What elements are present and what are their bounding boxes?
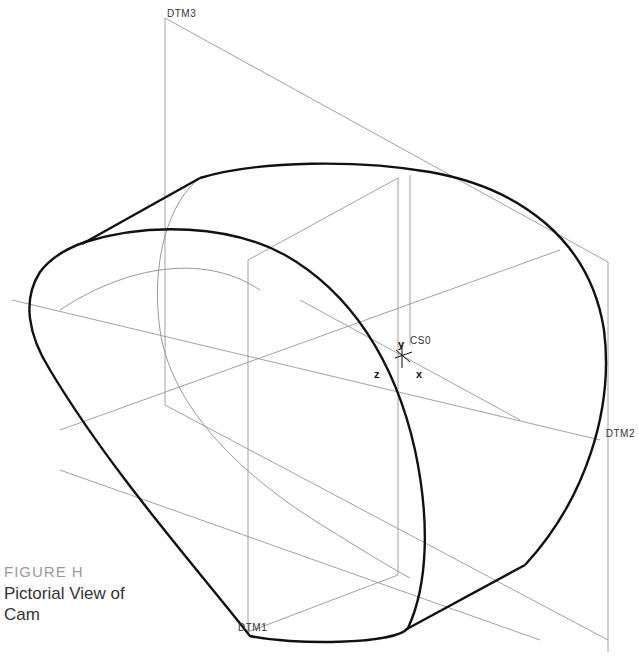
axis-label: y xyxy=(398,338,404,350)
datum-label: DTM3 xyxy=(167,8,196,19)
axis-label: x xyxy=(416,368,422,380)
datum-label: DTM2 xyxy=(606,428,635,439)
datum-label: DTM1 xyxy=(238,622,267,633)
datum-planes xyxy=(12,18,608,652)
hidden-edges xyxy=(60,178,410,578)
figure-number: FIGURE H xyxy=(4,563,84,580)
figure-caption: Pictorial View of Cam xyxy=(4,583,134,625)
csys-label: CS0 xyxy=(410,335,431,346)
axis-label: z xyxy=(374,368,380,380)
cam-outline xyxy=(29,164,606,642)
